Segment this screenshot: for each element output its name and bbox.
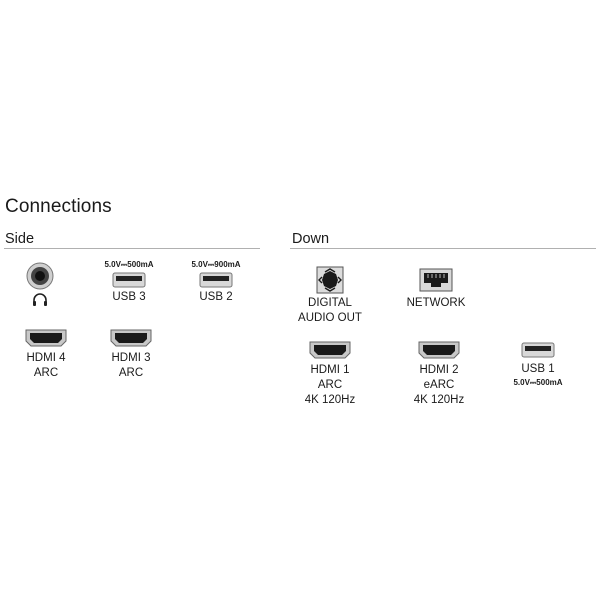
usb-port-icon xyxy=(199,272,233,288)
hdmi-2-feature: eARC xyxy=(423,379,455,391)
audio-jack-icon xyxy=(26,262,54,290)
hdmi-port-icon xyxy=(110,329,152,347)
usb-1-label: USB 1 xyxy=(521,363,555,375)
hdmi-2-label: HDMI 2 xyxy=(419,364,459,376)
network-port: NETWORK xyxy=(400,268,472,311)
usb-port-icon xyxy=(112,272,146,288)
digital-audio-out-port: DIGITAL AUDIO OUT xyxy=(293,266,367,326)
hdmi-port-icon xyxy=(309,341,351,359)
hdmi-1-label: HDMI 1 xyxy=(310,364,350,376)
digital-audio-label-line2: AUDIO OUT xyxy=(298,312,362,324)
hdmi-port-icon xyxy=(418,341,460,359)
headphones-icon xyxy=(33,293,47,306)
usb-1-port: USB 1 5.0V⎓500mA xyxy=(502,342,574,388)
ethernet-icon xyxy=(419,268,453,292)
section-heading-side: Side xyxy=(5,231,35,247)
hdmi-1-port: HDMI 1 ARC 4K 120Hz xyxy=(300,341,360,408)
usb-port-icon xyxy=(521,342,555,358)
hdmi-3-feature: ARC xyxy=(118,367,144,379)
hdmi-1-resolution: 4K 120Hz xyxy=(304,394,356,406)
digital-audio-label-line1: DIGITAL xyxy=(308,297,352,309)
page-title: Connections xyxy=(5,196,112,217)
section-heading-down: Down xyxy=(292,231,330,247)
hdmi-1-feature: ARC xyxy=(317,379,343,391)
optical-audio-icon xyxy=(316,266,344,294)
hdmi-2-port: HDMI 2 eARC 4K 120Hz xyxy=(409,341,469,408)
usb-2-port: 5.0V⎓900mA USB 2 xyxy=(180,260,252,305)
section-divider-side xyxy=(4,248,260,249)
usb-3-port: 5.0V⎓500mA USB 3 xyxy=(93,260,165,305)
hdmi-3-port: HDMI 3 ARC xyxy=(101,329,161,381)
usb-3-label: USB 3 xyxy=(112,291,146,303)
hdmi-4-feature: ARC xyxy=(33,367,59,379)
hdmi-3-label: HDMI 3 xyxy=(111,352,151,364)
hdmi-port-icon xyxy=(25,329,67,347)
hdmi-4-port: HDMI 4 ARC xyxy=(16,329,76,381)
section-divider-down xyxy=(290,248,596,249)
hdmi-4-label: HDMI 4 xyxy=(26,352,66,364)
usb-3-power-spec: 5.0V⎓500mA xyxy=(104,260,154,269)
network-label: NETWORK xyxy=(406,297,466,309)
headphone-port xyxy=(24,261,56,307)
usb-2-label: USB 2 xyxy=(199,291,233,303)
usb-1-power-spec: 5.0V⎓500mA xyxy=(513,378,563,387)
hdmi-2-resolution: 4K 120Hz xyxy=(413,394,465,406)
usb-2-power-spec: 5.0V⎓900mA xyxy=(191,260,241,269)
